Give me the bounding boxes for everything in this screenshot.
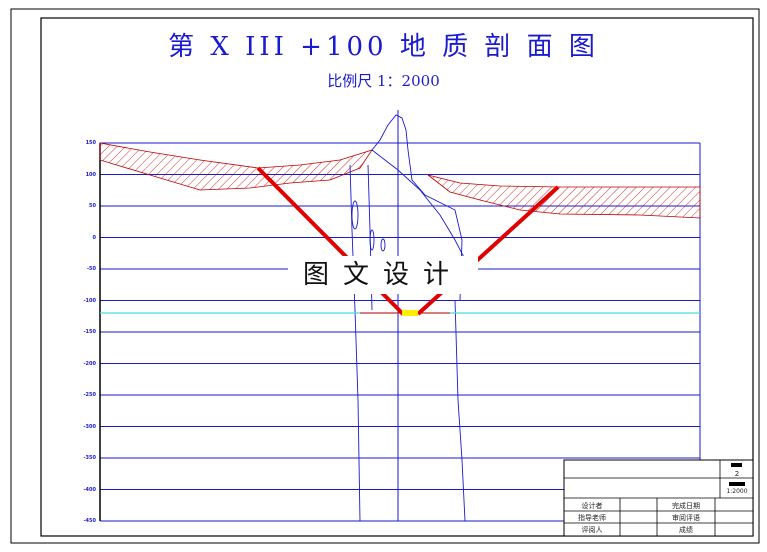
y-tick-label: 0: [92, 234, 96, 241]
label-review-comments: 审阅评语: [672, 514, 700, 522]
y-tick-label: -100: [83, 297, 96, 304]
y-tick-label: -400: [83, 486, 96, 493]
inner-frame: [40, 17, 754, 537]
grid-lines: [99, 110, 701, 522]
y-tick-label: -200: [83, 360, 96, 367]
y-tick-label: 150: [85, 140, 96, 146]
label-completion-date: 完成日期: [672, 502, 700, 510]
yellow-marker: [402, 310, 418, 316]
y-tick-label: -50: [86, 266, 96, 272]
title-block-lines: [564, 460, 753, 536]
y-tick-label: -250: [83, 392, 96, 398]
geology-contours: [349, 114, 469, 522]
outer-frame: [10, 8, 760, 544]
title-block-scale: 1:2000: [726, 488, 748, 495]
y-tick-label: -450: [83, 518, 96, 524]
y-tick-label: -350: [83, 455, 96, 461]
y-tick-label: -300: [83, 423, 96, 430]
title-block-mark: [731, 463, 742, 467]
label-designer: 设计者: [581, 502, 603, 510]
watermark-text: 图文设计: [288, 256, 478, 294]
y-tick-label: 100: [85, 171, 96, 178]
y-tick-label: -150: [83, 329, 96, 335]
y-tick-label: 50: [89, 203, 96, 209]
label-advisor: 指导老师: [578, 514, 606, 522]
drawing-title: 第 X III +100 地 质 剖 面 图: [168, 32, 599, 62]
scale-label: 比例尺 1：2000: [327, 72, 440, 90]
hatched-layer-left: [99, 142, 373, 191]
label-reviewer: 评阅人: [581, 526, 603, 534]
label-grade: 成绩: [679, 526, 693, 534]
title-block-mark: [729, 482, 745, 486]
sheet-number: 2: [734, 470, 740, 478]
hatched-layer-right: [427, 174, 701, 219]
